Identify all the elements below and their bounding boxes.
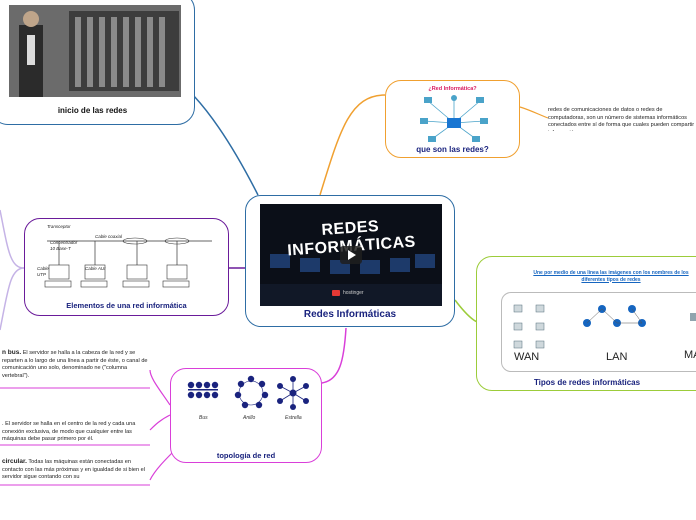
play-button[interactable] [340,246,362,264]
bus-icon [187,381,195,389]
play-icon [348,250,356,260]
element-label-cable-utp: Cable UTP [37,266,49,277]
note-ring-text: Todas las máquinas están conectadas en c… [2,459,146,480]
inicio-title: inicio de las redes [57,106,128,115]
topology-label-ring: Anillo [243,415,256,421]
que-son-title: que son las redes? [416,145,489,154]
link-topo-star [149,414,171,431]
tipos-image-panel: WAN LAN MAN [501,292,696,372]
topologia-title: topología de red [216,451,276,460]
topology-icons [187,375,309,410]
central-title: Redes Informáticas [303,309,397,320]
note-bus-heading: n bus. [2,349,22,356]
inicio-photo [9,5,181,97]
elementos-title: Elementos de una red informática [66,301,187,310]
que-son-definition: redes de comunicaciones de datos o redes… [548,107,695,131]
network-diagram-icon [420,95,488,142]
note-bus-text: El servidor se halla a la cabeza de la r… [2,350,148,379]
node-elementos[interactable]: Transceptor Cable coaxial Concentrador 1… [24,218,229,316]
link-topologia [321,327,347,384]
tipos-title: Tipos de redes informáticas [533,378,641,387]
topology-label-star: Estrella [285,415,302,421]
que-son-image-heading: ¿Red Informática? [428,86,477,92]
note-star-text: . El servidor se halla en el centro de l… [2,421,136,442]
network-type-man: MAN [684,349,696,361]
note-ring: circular. Todas las máquinas están conec… [2,458,150,482]
node-tipos[interactable]: Une por medio de una línea las imágenes … [476,256,696,391]
network-elements-diagram-icon [44,237,212,288]
node-inicio[interactable]: inicio de las redes [0,0,195,125]
link-que-son [319,94,386,196]
topology-label-bus: Bus [199,415,208,421]
link-topo-bus [149,369,171,406]
network-type-wan: WAN [514,351,540,363]
video-channel-logo: hostinger [332,290,364,296]
network-types-illustration-icon [513,304,696,349]
node-central[interactable]: REDES INFORMÁTICAS hostinger Redes Infor… [245,195,455,327]
link-definition [519,106,549,119]
video-channel: hostinger [343,290,364,296]
video-thumbnail[interactable]: REDES INFORMÁTICAS hostinger [260,204,442,306]
note-ring-heading: circular. [2,458,27,465]
tipos-instruction: Une por medio de una línea las imágenes … [533,270,689,283]
node-que-son[interactable]: ¿Red Informática? que son las redes? [385,80,520,158]
element-label-transceptor: Transceptor [47,224,71,229]
element-label-cable-aui: Cable AUI [85,266,106,271]
link-tipos [454,299,479,323]
network-type-lan: LAN [606,351,628,363]
youtube-icon [332,290,340,296]
node-topologia[interactable]: Bus Anillo Estrella topología de red [170,368,322,463]
link-left-lavender [0,209,25,269]
computer-history-photo-icon [9,5,181,97]
note-star: . El servidor se halla en el centro de l… [2,421,150,444]
element-label-cable-coaxial: Cable coaxial [95,234,123,239]
note-bus: n bus. El servidor se halla a la cabeza … [2,349,150,380]
video-background-icon [260,204,442,306]
link-left-lavender-2 [0,267,25,331]
element-label-concentrador: Concentrador 10 Base-T [50,240,78,251]
